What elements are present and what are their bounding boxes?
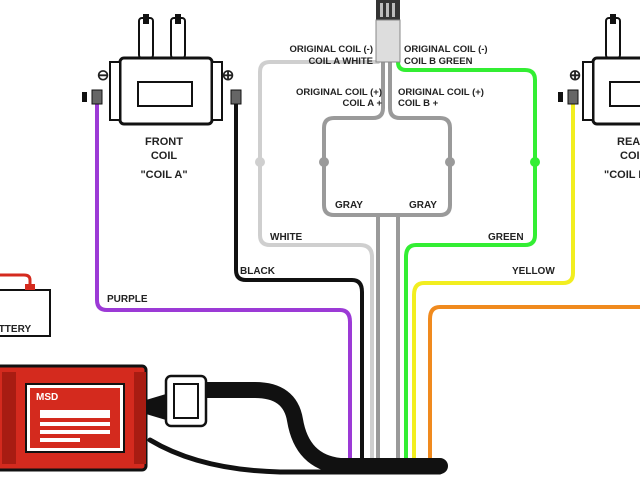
front-coil: ⊖ ⊕ FRONT COIL "COIL A" bbox=[82, 14, 242, 181]
gray-junction-dot-1 bbox=[319, 157, 329, 167]
coil-a-neg-line1: ORIGINAL COIL (-) bbox=[289, 44, 373, 55]
front-coil-minus-symbol: ⊖ bbox=[97, 67, 110, 84]
green-junction-dot bbox=[530, 157, 540, 167]
black-wire-label: BLACK bbox=[240, 266, 276, 277]
battery-red-wire bbox=[0, 273, 32, 292]
white-junction-dot bbox=[255, 157, 265, 167]
gray-wire-label-2: GRAY bbox=[409, 200, 437, 211]
black-wire bbox=[234, 98, 364, 464]
white-wire bbox=[258, 60, 380, 464]
front-coil-plus-symbol: ⊕ bbox=[222, 67, 235, 84]
front-coil-kind: COIL bbox=[151, 150, 178, 162]
rear-coil: ⊕ REAR COIL "COIL B" bbox=[558, 14, 640, 181]
coil-b-pos-line1: ORIGINAL COIL (+) bbox=[398, 87, 484, 98]
harness-bundle bbox=[198, 382, 448, 474]
coil-b-neg-line1: ORIGINAL COIL (-) bbox=[404, 44, 488, 55]
rear-coil-alias: "COIL B" bbox=[604, 169, 640, 181]
harness-lower-wire bbox=[147, 437, 443, 475]
white-wire-label: WHITE bbox=[270, 232, 303, 243]
rear-coil-plus-symbol: ⊕ bbox=[569, 67, 582, 84]
battery-label: BATTERY bbox=[0, 324, 31, 335]
coil-a-pos-line2: COIL A + bbox=[342, 98, 382, 109]
front-coil-name: FRONT bbox=[145, 136, 183, 148]
gray-wire-label-1: GRAY bbox=[335, 200, 363, 211]
connection-labels: ORIGINAL COIL (-) COIL A WHITE ORIGINAL … bbox=[289, 44, 487, 109]
junction-dots bbox=[255, 157, 540, 167]
top-connector bbox=[375, 0, 401, 63]
purple-wire-label: PURPLE bbox=[107, 294, 148, 305]
yellow-wire-label: YELLOW bbox=[512, 266, 555, 277]
rear-coil-name: REAR bbox=[617, 136, 640, 148]
green-wire-label: GREEN bbox=[488, 232, 524, 243]
gray-wire-loop bbox=[322, 60, 452, 217]
rear-coil-kind: COIL bbox=[620, 150, 640, 162]
battery: BATTERY bbox=[0, 284, 51, 337]
gray-junction-dot-2 bbox=[445, 157, 455, 167]
orange-wire bbox=[428, 305, 640, 464]
front-coil-alias: "COIL A" bbox=[140, 169, 187, 181]
coil-a-pos-line1: ORIGINAL COIL (+) bbox=[296, 87, 382, 98]
msd-ignition-box: MSD bbox=[0, 364, 208, 472]
coil-b-neg-line2: COIL B GREEN bbox=[404, 56, 473, 67]
msd-brand-label: MSD bbox=[36, 392, 58, 403]
coil-b-pos-line2: COIL B + bbox=[398, 98, 439, 109]
coil-a-neg-line2: COIL A WHITE bbox=[308, 56, 373, 67]
wire-labels: WHITE GRAY GRAY GREEN BLACK YELLOW PURPL… bbox=[107, 200, 555, 305]
purple-wire bbox=[95, 98, 352, 464]
yellow-wire bbox=[412, 98, 575, 464]
